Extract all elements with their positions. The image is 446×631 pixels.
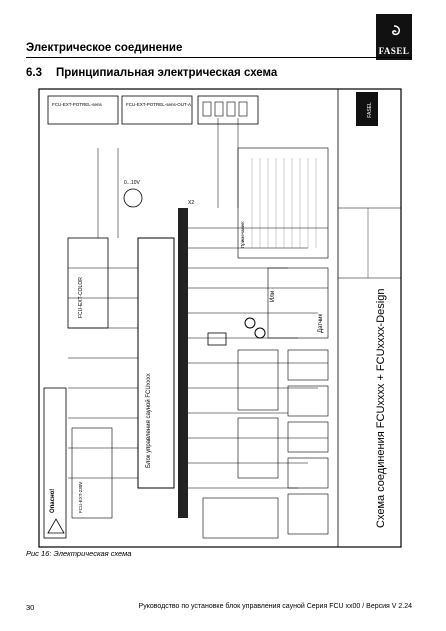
note-label: Примечание: bbox=[240, 221, 245, 248]
terminal-strip bbox=[178, 208, 188, 518]
section-title: Электрическое соединение bbox=[26, 42, 183, 54]
warning-title: Опасно! bbox=[50, 489, 56, 513]
terminal-label: X2 bbox=[188, 200, 194, 206]
wiring-lines bbox=[68, 118, 328, 489]
page-number: 30 bbox=[26, 603, 35, 612]
relay-label: FCU-EXT-230V bbox=[78, 482, 83, 513]
logo-swirl-icon bbox=[392, 25, 400, 36]
ext-module-1-label: FCU-EXT-POTREL-sens bbox=[52, 102, 103, 107]
plug-symbol-2 bbox=[254, 327, 266, 339]
note-text-lines bbox=[251, 158, 317, 248]
diagram-main-title: Схема соединения FCUxxxx + FCUxxxx-Desig… bbox=[375, 289, 387, 528]
connector-symbol bbox=[207, 332, 227, 346]
diagram-frame bbox=[38, 88, 402, 548]
controller-box bbox=[137, 237, 175, 489]
subsection-number: 6.3 bbox=[26, 67, 42, 79]
fan-motor-symbol bbox=[123, 188, 143, 208]
plug-symbol-1 bbox=[244, 317, 256, 329]
logo-text: FASEL bbox=[378, 46, 410, 56]
subsection-title: Принципиальная электрическая схема bbox=[56, 67, 278, 79]
warning-icon bbox=[47, 518, 65, 534]
diagram-logo bbox=[356, 92, 378, 126]
title-block bbox=[337, 88, 402, 548]
diagram-logo-text: FASEL bbox=[367, 102, 373, 118]
sensor-group bbox=[267, 267, 329, 339]
fasel-logo: FASEL bbox=[376, 14, 412, 60]
voltage-label: 0...10V bbox=[124, 180, 141, 186]
warning-box bbox=[43, 387, 67, 539]
alt-label: Или bbox=[270, 291, 276, 302]
footer-text: Руководство по установке блок управления… bbox=[138, 603, 412, 610]
ext-module-2 bbox=[121, 95, 193, 125]
relay-symbols bbox=[202, 101, 248, 117]
wiring-diagram: FASEL Схема соединения FCUxxxx + FCUxxxx… bbox=[38, 88, 402, 548]
subsection-heading: 6.3 Принципиальная электрическая схема bbox=[26, 67, 277, 79]
ext-module-2-label: FCU-EXT-POTREL-sens-OUT-A bbox=[126, 102, 191, 107]
controller-label: Блок управления сауной FCUxxxx bbox=[145, 373, 152, 468]
figure-caption: Рис 16: Электрическая схема bbox=[26, 549, 132, 558]
mains-box bbox=[71, 427, 113, 519]
note-box bbox=[237, 147, 329, 259]
color-ext-module bbox=[67, 237, 109, 329]
header-rule bbox=[26, 57, 412, 58]
ext-module-1 bbox=[47, 95, 119, 125]
sensor-label: Датчик bbox=[318, 314, 324, 333]
relay-block bbox=[197, 95, 259, 125]
color-ext-label: FCU-EXT-COLOR bbox=[78, 277, 84, 318]
component-boxes bbox=[202, 349, 329, 539]
